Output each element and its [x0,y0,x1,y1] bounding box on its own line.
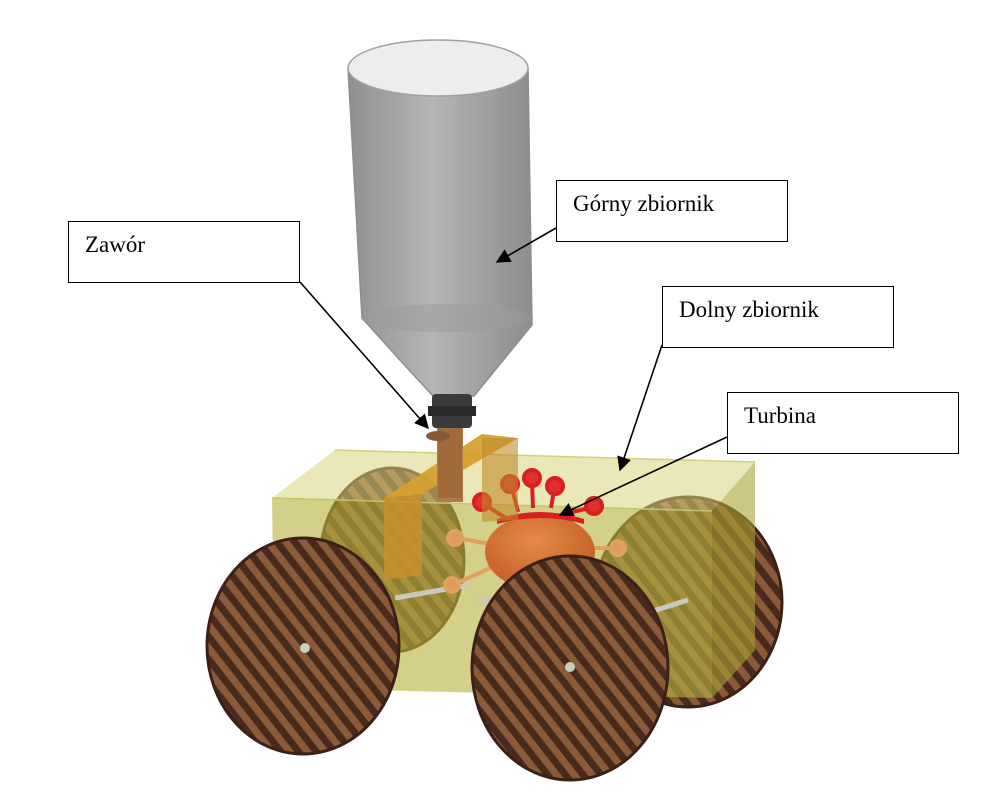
arrow-lower-tank [620,345,662,470]
front-right-wheel [472,556,668,780]
label-valve: Zawór [68,221,300,283]
label-turbine: Turbina [727,392,959,454]
front-left-wheel [207,538,399,754]
label-upper-tank: Górny zbiornik [556,180,788,242]
label-lower-tank: Dolny zbiornik [662,286,894,348]
upper-tank [348,40,532,428]
